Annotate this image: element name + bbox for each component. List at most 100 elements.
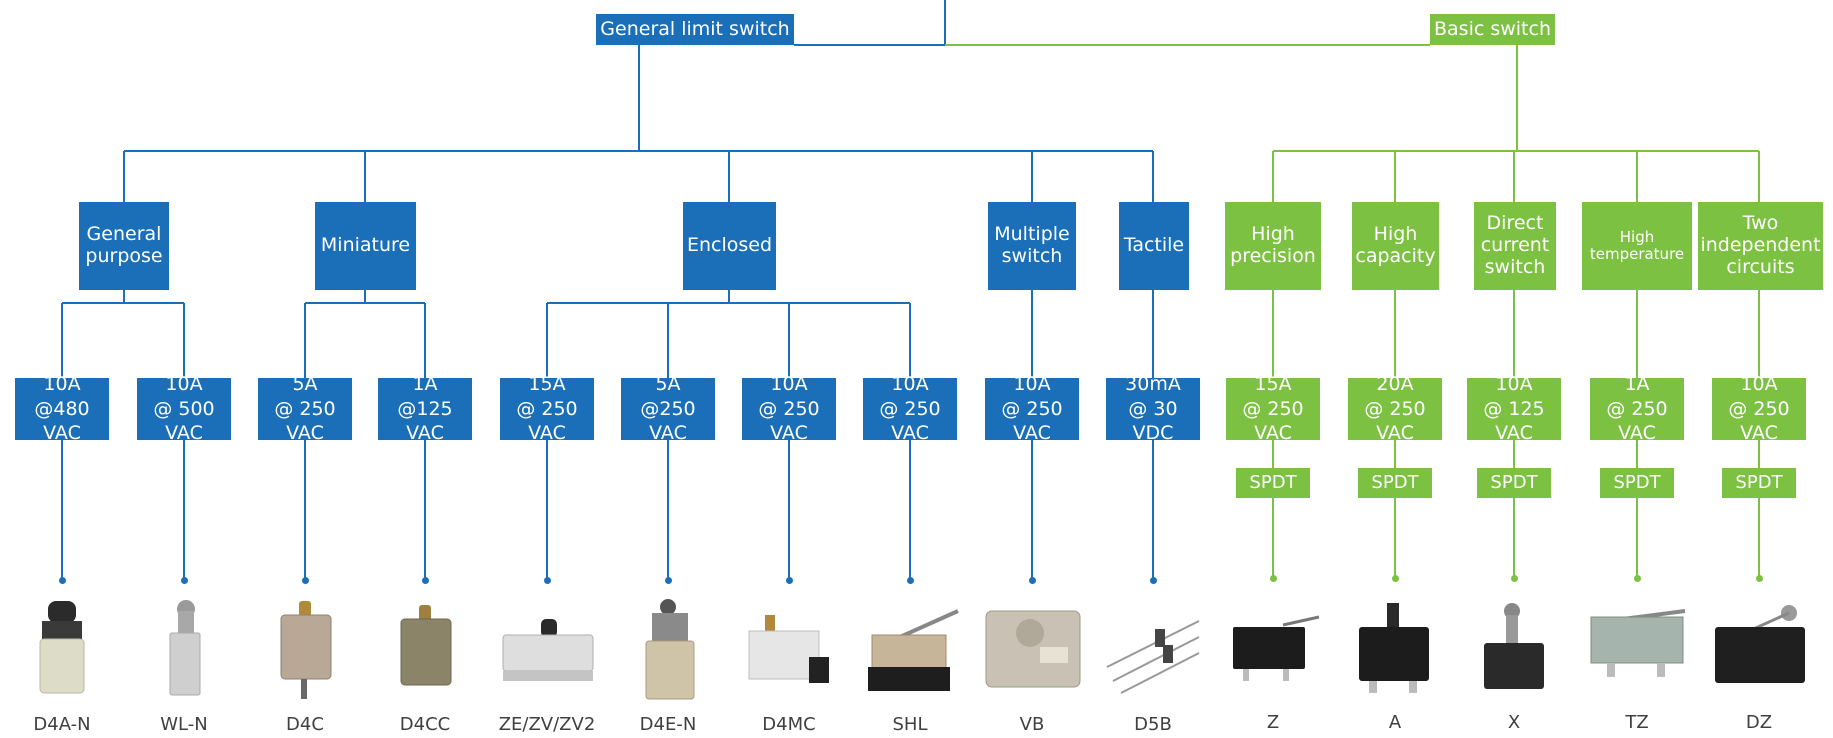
spdt-label: SPDT	[1371, 471, 1419, 493]
category-label: Miniature	[320, 234, 411, 257]
product-photo-vb	[985, 610, 1081, 688]
rating-label: 15A @ 250 VAC	[516, 372, 578, 445]
category-direct-current-switch: Direct current switch	[1474, 202, 1556, 290]
rating-label: 10A @ 250 VAC	[1728, 372, 1790, 445]
product-photo-d4cc	[400, 605, 452, 686]
model-label-d4c: D4C	[286, 714, 324, 735]
connector-dot	[58, 577, 66, 584]
model-label-ze-zv-zv2: ZE/ZV/ZV2	[498, 714, 596, 735]
rating-box: 10A @ 250 VAC	[742, 373, 836, 444]
rating-box: 10A @ 125 VAC	[1467, 373, 1561, 444]
rating-box: 5A @ 250 VAC	[258, 373, 352, 444]
general-connectors	[61, 0, 1154, 580]
connector-dot	[906, 577, 914, 584]
model-label-d4e-n: D4E-N	[639, 714, 697, 735]
connector-dot	[301, 577, 309, 584]
rating-label: 10A @ 250 VAC	[758, 372, 820, 445]
category-label: Direct current switch	[1480, 212, 1550, 278]
product-photo-z	[1233, 615, 1320, 681]
connector-dot	[1633, 575, 1641, 582]
spdt-label: SPDT	[1249, 471, 1297, 493]
connector-dot	[1510, 575, 1518, 582]
model-label-wl-n: WL-N	[160, 714, 208, 735]
connector-dot	[785, 577, 793, 584]
rating-label: 20A @ 250 VAC	[1364, 372, 1426, 445]
category-label: General purpose	[85, 223, 163, 267]
category-label: Tactile	[1123, 234, 1185, 257]
model-label-shl: SHL	[892, 714, 928, 735]
rating-label: 1A @ 250 VAC	[1606, 372, 1668, 445]
spdt-label: SPDT	[1490, 471, 1538, 493]
model-label-a: A	[1388, 712, 1402, 733]
spdt-box: SPDT	[1600, 468, 1674, 498]
category-enclosed: Enclosed	[683, 202, 776, 290]
category-label: Enclosed	[686, 234, 773, 257]
connector-dot	[1149, 577, 1157, 584]
spdt-box: SPDT	[1722, 468, 1796, 498]
category-label: High capacity	[1355, 223, 1436, 267]
rating-label: 5A @ 250 VAC	[274, 372, 336, 445]
category-label: High precision	[1230, 223, 1316, 267]
model-label-d4a-n: D4A-N	[33, 714, 91, 735]
rating-label: 10A @ 500 VAC	[153, 372, 215, 445]
rating-box: 1A @ 250 VAC	[1590, 373, 1684, 444]
product-photo-ze-zv-zv2	[502, 619, 594, 681]
category-multiple-switch: Multiple switch	[988, 202, 1076, 290]
connector-dot	[180, 577, 188, 584]
rating-label: 5A @250 VAC	[640, 372, 696, 445]
rating-box: 10A @480 VAC	[15, 373, 109, 444]
category-two-independent-circuits: Two independent circuits	[1698, 202, 1823, 290]
connector-dot	[1028, 577, 1036, 584]
rating-box: 1A @125 VAC	[378, 373, 472, 444]
rating-box: 10A @ 250 VAC	[985, 373, 1079, 444]
rating-box: 20A @ 250 VAC	[1348, 373, 1442, 444]
product-photo-d5b	[1106, 620, 1200, 694]
model-label-z: Z	[1266, 712, 1280, 733]
product-photo-d4c	[280, 601, 332, 699]
connector-dot	[1269, 575, 1277, 582]
product-photo-wl-n	[169, 600, 201, 696]
rating-box: 5A @250 VAC	[621, 373, 715, 444]
product-photo-a	[1359, 603, 1429, 693]
category-general-purpose: General purpose	[79, 202, 169, 290]
rating-box: 10A @ 500 VAC	[137, 373, 231, 444]
root-basic-switch: Basic switch	[1430, 14, 1555, 45]
rating-box: 30mA @ 30 VDC	[1106, 373, 1200, 444]
category-tactile: Tactile	[1119, 202, 1189, 290]
connector-dot	[1755, 575, 1763, 582]
basic-connectors	[945, 44, 1760, 578]
connector-dot	[664, 577, 672, 584]
category-high-precision: High precision	[1225, 202, 1321, 290]
category-miniature: Miniature	[315, 202, 416, 290]
model-label-tz: TZ	[1625, 712, 1649, 733]
product-photo-d4a-n	[39, 601, 85, 694]
model-label-vb: VB	[1019, 714, 1045, 735]
rating-label: 30mA @ 30 VDC	[1125, 372, 1181, 445]
root-basic-label: Basic switch	[1434, 17, 1551, 40]
model-label-x: X	[1507, 712, 1521, 733]
category-high-temperature: High temperature	[1582, 202, 1692, 290]
model-label-dz: DZ	[1745, 712, 1773, 733]
connector-dot	[421, 577, 429, 584]
category-high-capacity: High capacity	[1352, 202, 1439, 290]
spdt-box: SPDT	[1358, 468, 1432, 498]
connector-dot	[1391, 575, 1399, 582]
product-photo-tz	[1590, 609, 1686, 677]
root-general-limit-switch: General limit switch	[596, 14, 794, 45]
rating-label: 1A @125 VAC	[397, 372, 453, 445]
model-label-d4cc: D4CC	[399, 714, 451, 735]
spdt-box: SPDT	[1477, 468, 1551, 498]
category-label: Two independent circuits	[1700, 212, 1821, 278]
rating-label: 10A @480 VAC	[34, 372, 90, 445]
rating-box: 15A @ 250 VAC	[1226, 373, 1320, 444]
category-label: Multiple switch	[994, 223, 1070, 267]
rating-box: 10A @ 250 VAC	[1712, 373, 1806, 444]
product-photo-x	[1484, 603, 1544, 689]
model-label-d5b: D5B	[1134, 714, 1172, 735]
rating-box: 15A @ 250 VAC	[500, 373, 594, 444]
spdt-label: SPDT	[1613, 471, 1661, 493]
category-label: High temperature	[1589, 227, 1685, 263]
rating-label: 10A @ 125 VAC	[1483, 372, 1545, 445]
product-photo-d4e-n	[645, 599, 695, 700]
